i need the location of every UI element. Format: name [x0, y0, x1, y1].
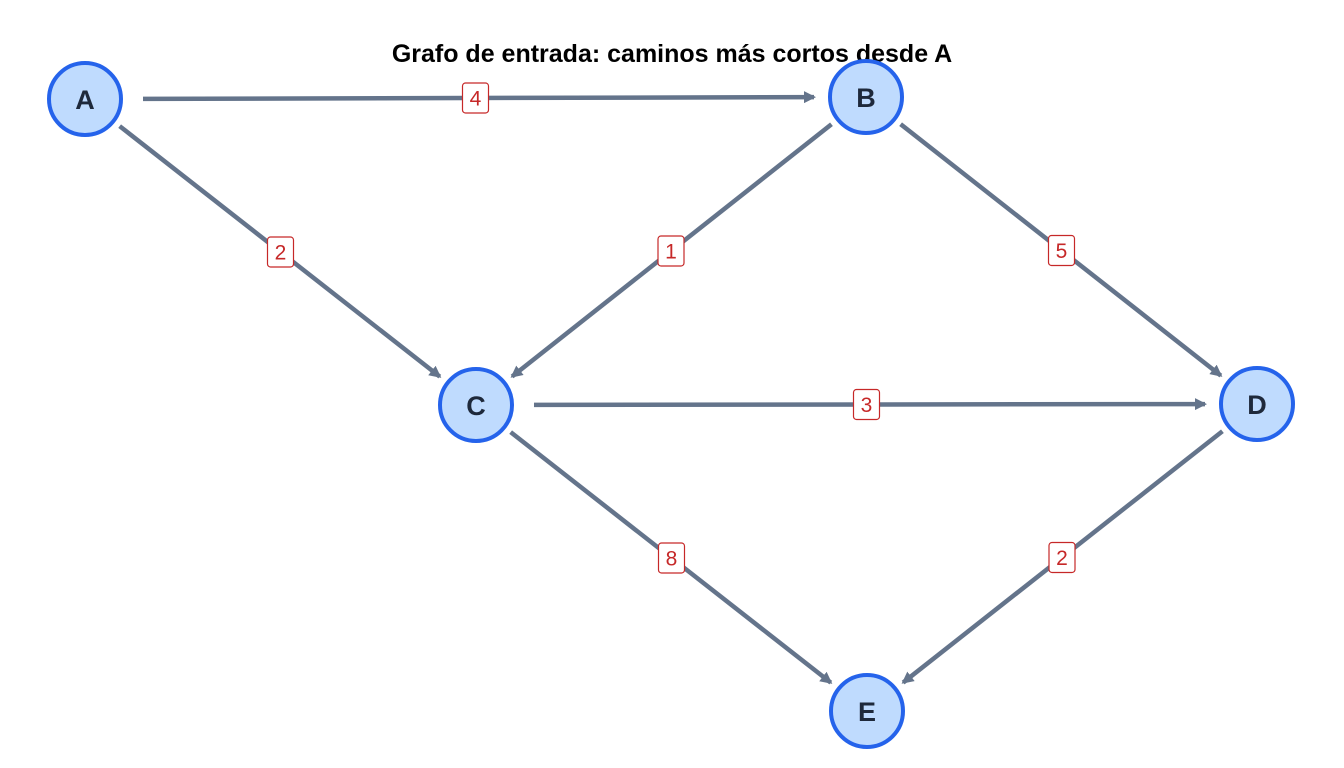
edge-C-D: 3	[533, 388, 1207, 421]
edge-B-C: 1	[510, 122, 833, 379]
edge-weight-label: 3	[861, 394, 873, 417]
node-C[interactable]: C	[438, 367, 514, 443]
edge-weight-label: 2	[1056, 547, 1068, 570]
node-circle[interactable]	[1219, 366, 1295, 442]
edge-C-E: 8	[509, 430, 833, 685]
node-circle[interactable]	[829, 673, 905, 749]
node-label: C	[466, 391, 486, 421]
weight-box	[1047, 234, 1076, 267]
node-circle[interactable]	[47, 61, 123, 137]
edge-B-D: 5	[899, 122, 1223, 378]
weight-box	[1048, 541, 1076, 574]
edge-weight-label: 8	[666, 548, 678, 571]
node-E[interactable]: E	[829, 673, 905, 749]
weight-box	[266, 236, 295, 268]
edge-A-C: 2	[118, 124, 442, 379]
edge-weight-label: 2	[275, 242, 287, 265]
node-A[interactable]: A	[47, 61, 123, 137]
nodes-layer: A B C D E	[47, 59, 1295, 749]
node-label: B	[856, 83, 876, 113]
node-circle[interactable]	[438, 367, 514, 443]
node-label: A	[75, 85, 95, 115]
node-B[interactable]: B	[828, 59, 904, 135]
weight-box	[657, 542, 686, 574]
edge-A-B: 4	[142, 82, 817, 114]
edge-D-E: 2	[901, 429, 1224, 685]
weight-box	[657, 235, 685, 267]
weight-box	[852, 388, 881, 421]
node-circle[interactable]	[828, 59, 904, 135]
edge-weight-label: 1	[665, 241, 677, 264]
node-D[interactable]: D	[1219, 366, 1295, 442]
node-label: D	[1247, 390, 1267, 420]
node-label: E	[858, 697, 876, 727]
edge-weight-label: 5	[1056, 240, 1068, 263]
weight-box	[461, 82, 490, 114]
edges-layer: 4 2 1 5 3 8 2	[118, 82, 1224, 685]
edge-weight-label: 4	[470, 88, 482, 111]
